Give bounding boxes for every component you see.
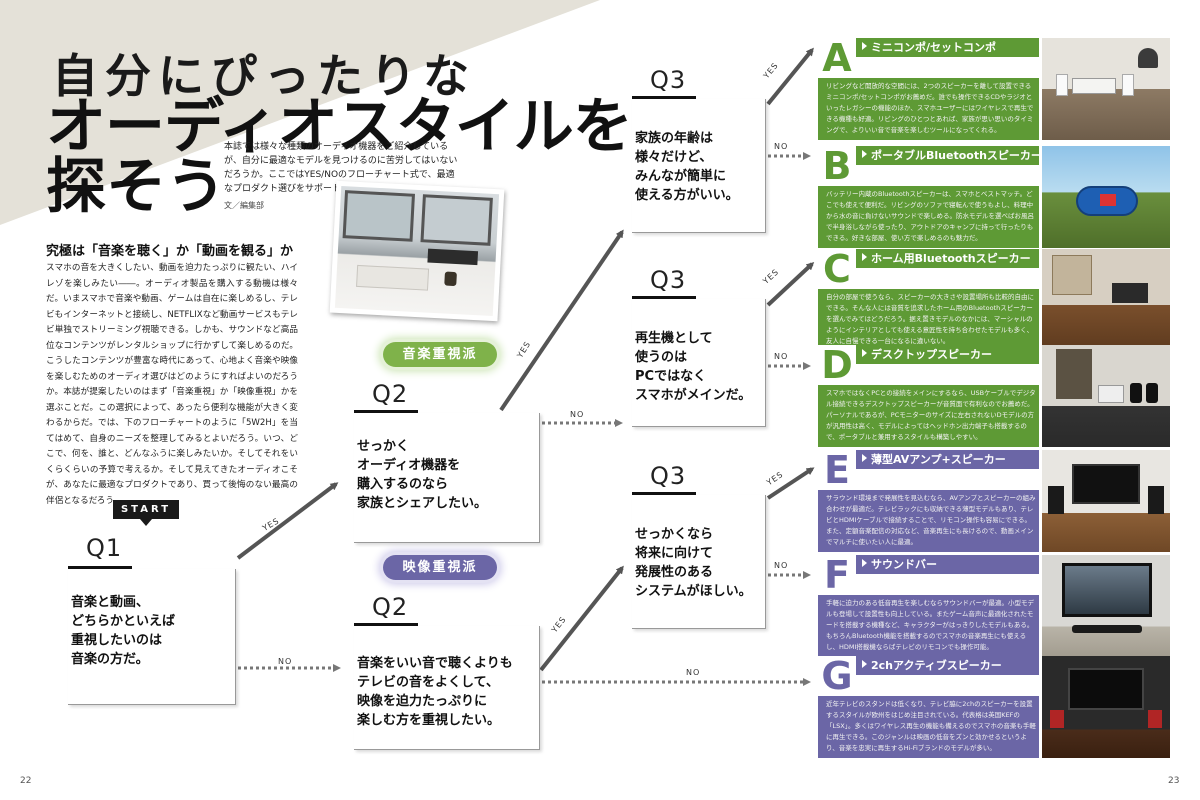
no-label: NO (686, 668, 701, 677)
mini-component-photo (1042, 38, 1170, 140)
card-body (818, 186, 1039, 248)
no-label: NO (774, 561, 789, 570)
card-title: 薄型AVアンプ+スピーカー (856, 450, 1039, 469)
no-label: NO (278, 657, 293, 666)
title-line-2: オーディオスタイルを (46, 92, 633, 162)
title-line-3: 探そう (46, 152, 226, 222)
q3-expand-label: Q3 (650, 462, 687, 490)
title-line-1: 自分にぴったりな (52, 49, 476, 103)
card-description: 自分の部屋で使うなら、スピーカーの大きさや設置場所も比較的自由にできる。そんな人… (826, 293, 1034, 345)
result-card-b: B ポータブルBluetoothスピーカー 家でも外でも大活躍できる バッテリー… (818, 146, 1170, 248)
section-body: スマホの音を大きくしたい、動画を迫力たっぷりに観たい、ハイレゾを楽しみたい――。… (46, 263, 298, 506)
card-description: 近年テレビのスタンドは低くなり、テレビ脇に2chのスピーカーを設置するスタイルが… (826, 700, 1036, 752)
byline: 文／編集部 (224, 201, 264, 210)
active-speaker-photo (1042, 656, 1170, 758)
card-title: ホーム用Bluetoothスピーカー (856, 249, 1039, 268)
q3-family-label: Q3 (650, 66, 687, 94)
card-description: スマホではなくPCとの接続をメインにするなら、USBケーブルでデジタル接続できる… (826, 389, 1036, 441)
card-letter: C (818, 249, 856, 289)
card-letter: B (818, 146, 856, 186)
room-photo (329, 180, 505, 322)
arrow-q2a-yes (499, 229, 624, 412)
card-letter: E (818, 450, 856, 490)
card-heading: 発展性◎。音楽再生も優秀 (869, 476, 988, 487)
no-label: NO (774, 352, 789, 361)
q3-smartphone-box: 再生機として 使うのは PCではなく スマホがメインだ。 (632, 299, 766, 427)
card-letter: D (818, 345, 856, 385)
result-card-a: A ミニコンポ/セットコンポ 汎用性が高く、部屋が広くてもOK リビングなど開放… (818, 38, 1170, 140)
card-body (818, 78, 1039, 140)
q3-expand-bar (632, 492, 696, 495)
result-card-e: E 薄型AVアンプ+スピーカー 発展性◎。音楽再生も優秀 サラウンド環境まで発展… (818, 450, 1170, 552)
q2-video-box: 音楽をいい音で聴くよりも テレビの音をよくして、 映像を迫力たっぷりに 楽しむ方… (354, 626, 540, 750)
q3-expand-box: せっかくなら 将来に向けて 発展性のある システムがほしい。 (632, 495, 766, 629)
home-speaker-photo (1042, 249, 1170, 351)
video-focus-label: 映像重視派 (383, 555, 497, 580)
no-label: NO (570, 410, 585, 419)
arrow-q3b-yes (766, 261, 815, 307)
card-heading: 家でも外でも大活躍できる (868, 172, 989, 183)
card-letter: G (818, 656, 856, 696)
arrow-q3a-yes (766, 47, 814, 106)
card-body (818, 595, 1039, 657)
card-body (818, 696, 1039, 758)
card-title: サウンドバー (856, 555, 1039, 574)
beige-diagonal (0, 0, 600, 225)
q2-music-bar (354, 410, 418, 413)
card-heading: PC入力やヘッドホン出力に注目 (856, 371, 1001, 382)
card-title: ポータブルBluetoothスピーカー (856, 146, 1042, 165)
card-description: バッテリー内蔵のBluetoothスピーカーは、スマホとベストマッチ。どこでも使… (826, 190, 1034, 242)
arrow-q2b-yes (539, 565, 624, 672)
card-title: 2chアクティブスピーカー (856, 656, 1039, 675)
q3-family-bar (632, 96, 696, 99)
q3-smartphone-label: Q3 (650, 266, 687, 294)
card-letter: A (818, 38, 856, 78)
q2-video-bar (354, 623, 418, 626)
q1-box: 音楽と動画、 どちらかといえば 重視したいのは 音楽の方だ。 (68, 569, 236, 705)
q3-smartphone-bar (632, 296, 696, 299)
page-number-left: 22 (20, 776, 32, 786)
soundbar-photo (1042, 555, 1170, 657)
av-amp-photo (1042, 450, 1170, 552)
card-description: サラウンド環境まで発展性を見込むなら、AVアンプとスピーカーの組み合わせが最適だ… (826, 494, 1036, 546)
card-description: 手軽に迫力のある低音再生を楽しむならサウンドバーが最適。小型モデルも登場して設置… (826, 599, 1034, 651)
intro-text: 本誌では様々な種類のオーディオ機器をご紹介しているが、自分に最適なモデルを見つけ… (224, 142, 458, 194)
card-body (818, 385, 1039, 447)
card-body (818, 289, 1039, 351)
card-title: ミニコンポ/セットコンポ (856, 38, 1039, 57)
q1-label: Q1 (86, 534, 123, 562)
card-letter: F (818, 555, 856, 595)
q2-music-box: せっかく オーディオ機器を 購入するのなら 家族とシェアしたい。 (354, 413, 540, 543)
music-focus-label: 音楽重視派 (383, 342, 497, 367)
card-heading: 音や意匠を自分色で選ぼう (868, 275, 989, 286)
card-heading: 音質重視の海外モデルに注目！ (858, 682, 999, 693)
result-card-d: D デスクトップスピーカー PC入力やヘッドホン出力に注目 スマホではなくPCと… (818, 345, 1170, 447)
q1-bar (68, 566, 132, 569)
portable-speaker-photo (1042, 146, 1170, 248)
card-title: デスクトップスピーカー (856, 345, 1039, 364)
result-card-c: C ホーム用Bluetoothスピーカー 音や意匠を自分色で選ぼう 自分の部屋で… (818, 249, 1170, 351)
no-label: NO (774, 142, 789, 151)
card-heading: 汎用性が高く、部屋が広くてもOK (850, 64, 1007, 75)
q2-music-label: Q2 (372, 380, 409, 408)
desktop-speaker-photo (1042, 345, 1170, 447)
q3-family-box: 家族の年齢は 様々だけど、 みんなが簡単に 使える方がいい。 (632, 99, 766, 233)
start-tag-tail (140, 519, 152, 526)
card-heading: 小型モデルも登場。設置性も高い (853, 581, 1004, 592)
page-number-right: 23 (1168, 776, 1180, 786)
q2-video-label: Q2 (372, 593, 409, 621)
card-body (818, 490, 1039, 552)
section-heading: 究極は「音楽を聴く」か「動画を観る」か (46, 244, 294, 259)
result-card-f: F サウンドバー 小型モデルも登場。設置性も高い 手軽に迫力のある低音再生を楽し… (818, 555, 1170, 657)
result-card-g: G 2chアクティブスピーカー 音質重視の海外モデルに注目！ 近年テレビのスタン… (818, 656, 1170, 758)
arrow-q1-yes (236, 482, 339, 560)
arrow-q3c-yes (766, 467, 815, 500)
card-description: リビングなど開放的な空間には、2つのスピーカーを離して設置できるミニコンポ/セッ… (826, 82, 1034, 134)
start-tag: START (113, 500, 179, 519)
